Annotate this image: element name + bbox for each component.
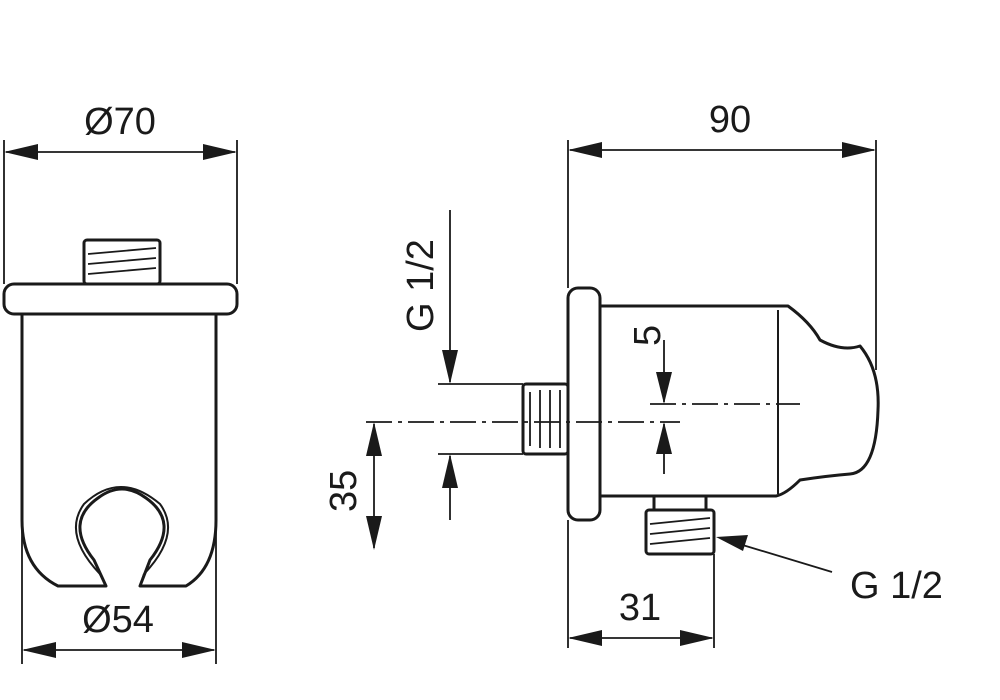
label-d54: Ø54 bbox=[82, 599, 154, 641]
label-35: 35 bbox=[323, 470, 365, 512]
label-inlet-thread: G 1/2 bbox=[400, 239, 442, 332]
front-flange bbox=[2, 282, 239, 316]
label-90: 90 bbox=[709, 99, 751, 141]
side-view: 90 G 1/2 35 5 31 G 1/2 bbox=[323, 99, 943, 648]
side-inlet-thread bbox=[521, 382, 570, 456]
front-view: Ø70 Ø54 bbox=[2, 101, 239, 664]
side-body bbox=[598, 304, 880, 498]
label-outlet-thread: G 1/2 bbox=[850, 565, 943, 607]
front-thread-stub bbox=[82, 238, 162, 286]
front-hook-inner bbox=[75, 486, 169, 575]
front-body bbox=[20, 312, 218, 588]
label-31: 31 bbox=[619, 587, 661, 629]
label-5: 5 bbox=[627, 325, 669, 346]
label-d70: Ø70 bbox=[84, 101, 156, 143]
side-flange bbox=[566, 286, 602, 522]
side-outlet-neck bbox=[652, 494, 708, 512]
side-outlet-thread bbox=[644, 508, 716, 556]
